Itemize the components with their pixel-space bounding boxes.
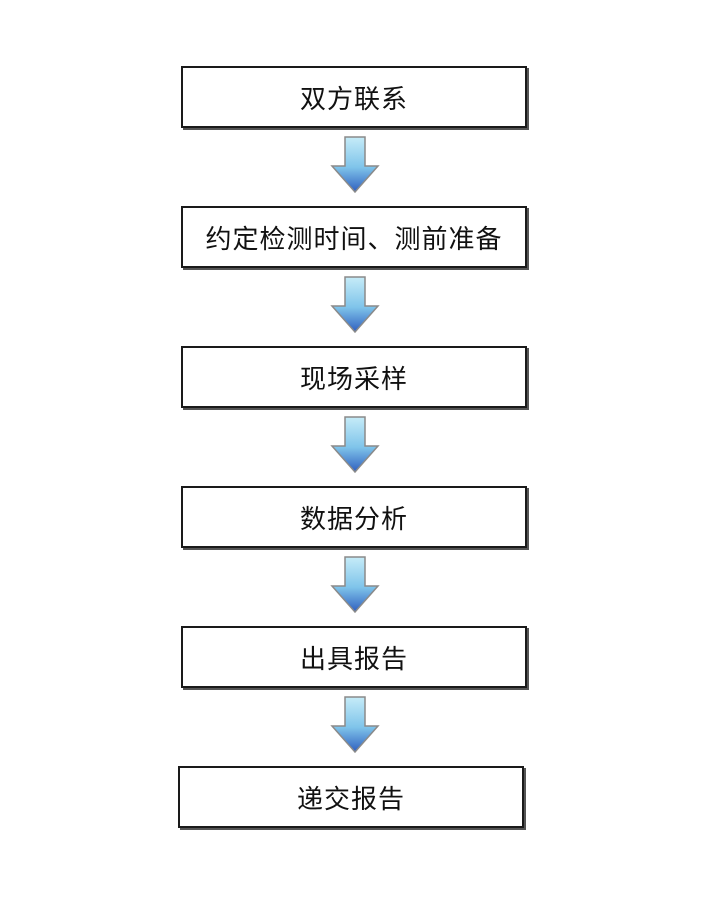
step-box-1: 双方联系	[181, 66, 527, 128]
step-box-4: 数据分析	[181, 486, 527, 548]
down-arrow-icon	[330, 276, 380, 334]
step-label-5: 出具报告	[299, 644, 408, 675]
step-label-1: 双方联系	[299, 84, 408, 115]
step-box-6: 递交报告	[178, 766, 524, 828]
step-label-6: 递交报告	[296, 784, 405, 815]
step-box-2: 约定检测时间、测前准备	[181, 206, 527, 268]
down-arrow-icon	[330, 416, 380, 474]
step-box-5: 出具报告	[181, 626, 527, 688]
step-label-4: 数据分析	[299, 504, 408, 535]
down-arrow-icon	[330, 136, 380, 194]
step-box-3: 现场采样	[181, 346, 527, 408]
down-arrow-icon	[330, 696, 380, 754]
step-label-2: 约定检测时间、测前准备	[205, 224, 503, 255]
step-label-3: 现场采样	[299, 364, 408, 395]
down-arrow-icon	[330, 556, 380, 614]
